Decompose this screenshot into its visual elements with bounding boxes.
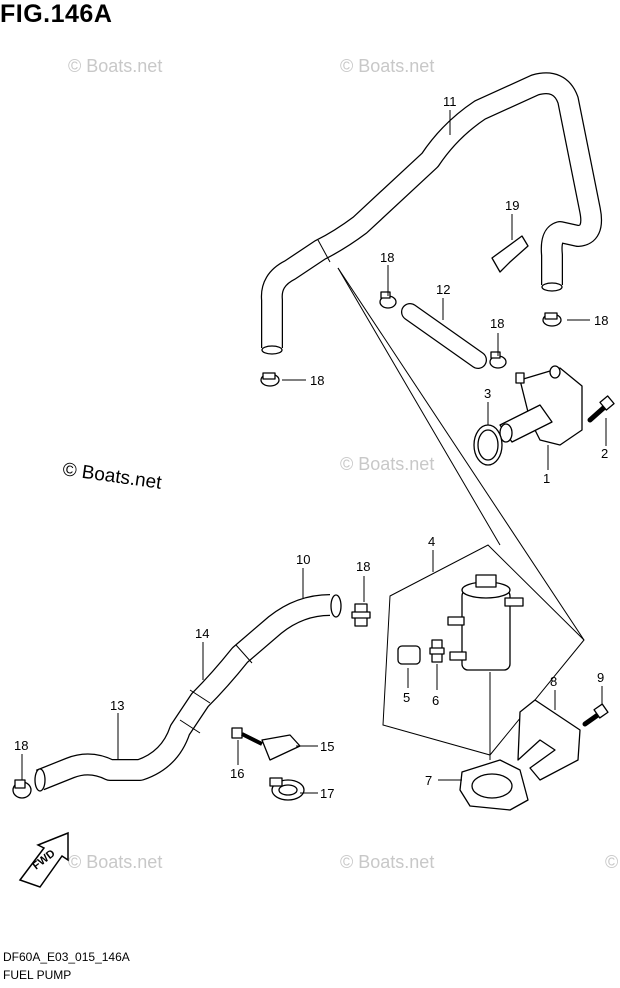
- fuel-filter-4: [447, 574, 524, 671]
- hose-11: [260, 72, 603, 355]
- watermark: © Boats.net: [340, 852, 434, 872]
- guide-line: [337, 267, 585, 641]
- holder-7: [459, 672, 529, 811]
- figure-code: DF60A_E03_015_146A: [3, 950, 130, 964]
- callout-18: 18: [356, 559, 370, 574]
- assembly-box-4: [382, 544, 585, 756]
- watermark: © Boats.net: [68, 852, 162, 872]
- callout-10: 10: [296, 552, 310, 567]
- callout-5: 5: [403, 690, 410, 705]
- callout-16: 16: [230, 766, 244, 781]
- hose-12: [401, 303, 487, 369]
- hose-10-13-14: [34, 594, 342, 792]
- callout-18: 18: [594, 313, 608, 328]
- clamp-18: [351, 603, 371, 627]
- callout-17: 17: [320, 786, 334, 801]
- callout-12: 12: [436, 282, 450, 297]
- callout-15: 15: [320, 739, 334, 754]
- callout-6: 6: [432, 693, 439, 708]
- callout-9: 9: [597, 670, 604, 685]
- clamp-17: [269, 777, 305, 801]
- callout-18: 18: [490, 316, 504, 331]
- watermark-dark: © Boats.net: [61, 459, 163, 494]
- fuel-pump-1: [499, 365, 583, 446]
- callout-3: 3: [484, 386, 491, 401]
- figure-subtitle: FUEL PUMP: [3, 968, 72, 982]
- callout-4: 4: [428, 534, 435, 549]
- bolt-9: [582, 703, 609, 727]
- clamp-6: [429, 639, 445, 663]
- bracket-15: [261, 734, 301, 761]
- figure-title: FIG.146A: [0, 0, 113, 28]
- watermark: © Boats.net: [340, 454, 434, 474]
- callout-13: 13: [110, 698, 124, 713]
- callout-14: 14: [195, 626, 209, 641]
- bolt-16: [231, 727, 263, 746]
- leader-lines: [21, 110, 607, 794]
- callout-18: 18: [14, 738, 28, 753]
- callout-11: 11: [443, 94, 457, 109]
- callout-2: 2: [601, 446, 608, 461]
- bolt-2: [587, 395, 615, 423]
- watermark: © Boats.net: [68, 56, 162, 76]
- callout-7: 7: [425, 773, 432, 788]
- callout-18: 18: [380, 250, 394, 265]
- clamp-18: [12, 779, 32, 799]
- grommet-5: [397, 645, 421, 665]
- fwd-arrow: FWD: [18, 831, 69, 888]
- guide-line: [337, 267, 501, 546]
- callout-18: 18: [310, 373, 324, 388]
- watermark: © Boats.net: [340, 56, 434, 76]
- callout-19: 19: [505, 198, 519, 213]
- bracket-8: [517, 699, 581, 781]
- clamp-18: [542, 312, 562, 327]
- callout-8: 8: [550, 674, 557, 689]
- clip-19: [491, 215, 529, 273]
- clamp-18: [260, 372, 280, 387]
- callout-1: 1: [543, 471, 550, 486]
- watermark: © Boats.net: [605, 852, 620, 872]
